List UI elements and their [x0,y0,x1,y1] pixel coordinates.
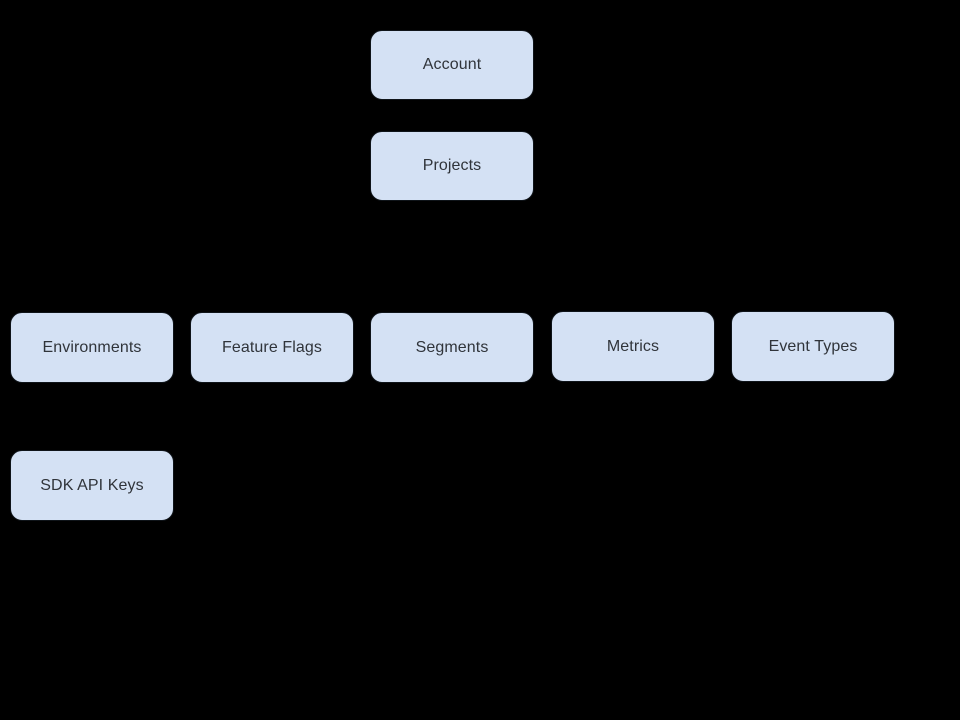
edge-projects-entities-trunk [451,201,453,312]
node-projects[interactable]: Projects [370,131,534,201]
node-sdk-api-keys-label: SDK API Keys [40,476,144,494]
node-environments[interactable]: Environments [10,312,174,383]
node-segments-label: Segments [415,338,489,356]
node-segments[interactable]: Segments [370,312,534,383]
node-event-types-label: Event Types [768,337,858,355]
node-metrics[interactable]: Metrics [551,311,715,382]
node-feature-flags-label: Feature Flags [221,338,322,356]
node-environments-label: Environments [42,338,142,356]
edge-environments-sdk-api-keys [91,383,93,450]
node-event-types[interactable]: Event Types [731,311,895,382]
node-sdk-api-keys[interactable]: SDK API Keys [10,450,174,521]
node-account[interactable]: Account [370,30,534,100]
node-feature-flags[interactable]: Feature Flags [190,312,354,383]
node-account-label: Account [422,56,482,74]
node-metrics-label: Metrics [606,337,660,355]
node-projects-label: Projects [422,157,482,175]
edge-account-projects [451,100,453,131]
